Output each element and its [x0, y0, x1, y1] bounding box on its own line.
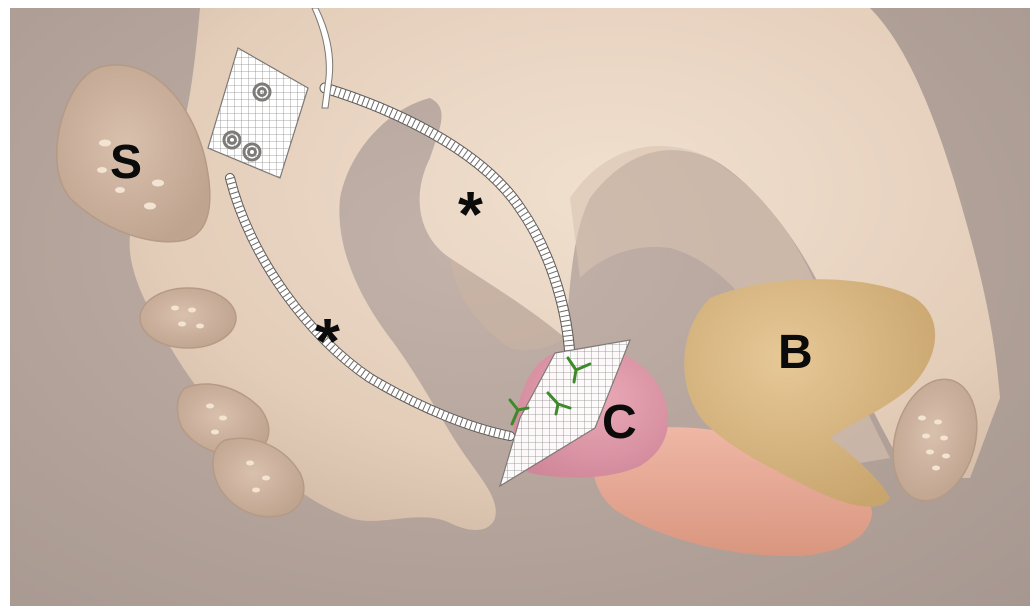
illustration-scene: S B C * *	[10, 8, 1030, 606]
coccyx-cross-section-1	[140, 288, 236, 348]
mesh-marker-lower: *	[315, 305, 340, 377]
label-cervix: C	[602, 396, 637, 449]
label-bladder: B	[778, 326, 813, 379]
mesh-marker-upper: *	[458, 178, 483, 250]
pelvis-illustration: S B C * *	[10, 8, 1030, 606]
label-sacrum: S	[110, 136, 142, 189]
